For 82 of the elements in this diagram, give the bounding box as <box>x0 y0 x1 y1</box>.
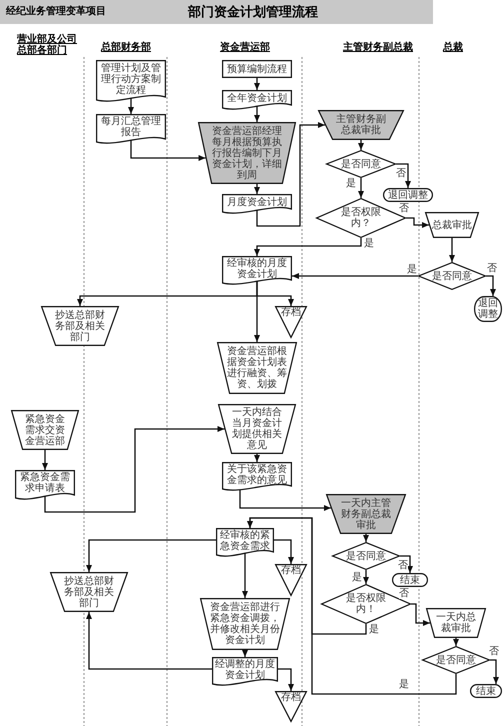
arrow <box>242 553 248 598</box>
archive-triangle: 存档 <box>275 564 307 596</box>
arrow <box>411 603 430 626</box>
terminator-shape: 退回调整 <box>474 296 502 322</box>
arrow <box>363 570 369 584</box>
arrow <box>358 140 364 150</box>
document-shape: 全年资金计划 <box>222 90 292 112</box>
decision-diamond: 是否同意 <box>418 262 486 290</box>
arrow <box>358 178 364 198</box>
lane-header: 总部财务部 <box>101 42 151 53</box>
edge-label: 否 <box>398 560 408 570</box>
arrow <box>274 539 294 564</box>
trapezoid-step: 紧急资金需求交资金营运部 <box>11 410 79 450</box>
decision-diamond: 是否同意 <box>332 542 400 570</box>
decision-diamond: 是否同意 <box>422 646 490 674</box>
edge-label: 否 <box>487 262 497 274</box>
document-shape: 经审核的月度资金计划 <box>222 256 292 287</box>
trapezoid-step: 一天内结合当月资金计划提供相关意见 <box>218 404 296 454</box>
arrow <box>254 106 260 122</box>
arrow <box>256 122 325 227</box>
arrow <box>247 517 457 695</box>
lane-header: 资金营运部 <box>220 42 270 53</box>
trapezoid-step: 主管财务副总裁审批 <box>318 110 404 140</box>
arrow <box>128 98 134 114</box>
arrow <box>363 534 369 542</box>
archive-triangle: 存档 <box>275 306 307 338</box>
trapezoid-step: 抄送总部财务部及相关部门 <box>41 306 119 346</box>
decision-diamond: 是否同意 <box>326 150 396 178</box>
trapezoid-step: 资金营运部根据资金计划表进行融资、筹资、划拨 <box>217 342 297 394</box>
lane-header: 营业部及公司总部各部门 <box>17 34 78 56</box>
edge-label: 是 <box>346 178 356 188</box>
edge-label: 否 <box>396 168 406 178</box>
arrow <box>44 426 224 513</box>
diagram-title: 部门资金计划管理流程 <box>188 5 318 20</box>
arrow <box>42 450 48 470</box>
edge-label: 否 <box>489 646 499 656</box>
document-shape: 关于该紧急资金需求的意见 <box>222 462 292 493</box>
edge-label: 是 <box>399 678 409 690</box>
terminator-shape: 结束 <box>392 573 428 587</box>
document-shape: 管理计划及管理行动方案制定流程 <box>96 60 166 104</box>
lane-header: 总裁 <box>443 42 463 53</box>
trapezoid-step: 抄送总部财务部及相关部门 <box>50 572 128 612</box>
arrow <box>449 238 455 262</box>
edge-label: 是 <box>407 264 417 274</box>
document-shape: 紧急资金需求申请表 <box>15 470 75 502</box>
arrow <box>490 659 499 684</box>
arrow <box>292 273 418 279</box>
arrow <box>256 281 294 306</box>
arrow <box>278 668 294 691</box>
arrow <box>242 650 248 657</box>
arrow <box>406 217 429 228</box>
arrow <box>254 78 260 90</box>
edge-label: 否 <box>399 202 409 214</box>
terminator-shape: 结束 <box>470 684 502 698</box>
document-shape: 经调整的月度资金计划 <box>212 657 278 688</box>
arrow <box>254 184 260 194</box>
arrow <box>453 638 459 646</box>
lane-header: 主管财务副总裁 <box>343 42 413 53</box>
trapezoid-step: 一天内主管财务副总裁审批 <box>326 494 406 534</box>
edge-label: 是 <box>352 572 362 582</box>
arrow <box>486 275 496 296</box>
archive-triangle: 存档 <box>275 691 307 722</box>
document-shape: 每月汇总管理报告 <box>96 114 166 146</box>
arrow <box>254 454 260 462</box>
trapezoid-step: 资金营运部进行紧急资金调拨，并修改相关月份资金计划 <box>200 598 290 650</box>
header-text: 经纪业务管理变革项目 <box>6 6 106 17</box>
process-box: 预算编制流程 <box>222 60 292 78</box>
terminator-shape: 退回调整 <box>383 188 433 202</box>
arrow <box>254 238 362 256</box>
arrow <box>400 555 413 573</box>
arrow <box>86 539 216 572</box>
document-shape: 经审核的紧急资金需求 <box>216 528 274 559</box>
edge-label: 是 <box>369 624 379 634</box>
arrow <box>86 612 212 670</box>
arrow <box>396 163 411 188</box>
document-shape: 月度资金计划 <box>222 194 292 216</box>
arrow <box>130 140 206 161</box>
trapezoid-step: 资金营运部经理每月根据预算执行报告编制下月资金计划，详细到周 <box>198 122 296 184</box>
trapezoid-step: 一天内总裁审批 <box>426 608 486 638</box>
trapezoid-step: 总裁审批 <box>425 212 479 238</box>
edge-label: 是 <box>364 238 374 248</box>
edge-label: 否 <box>399 588 409 598</box>
